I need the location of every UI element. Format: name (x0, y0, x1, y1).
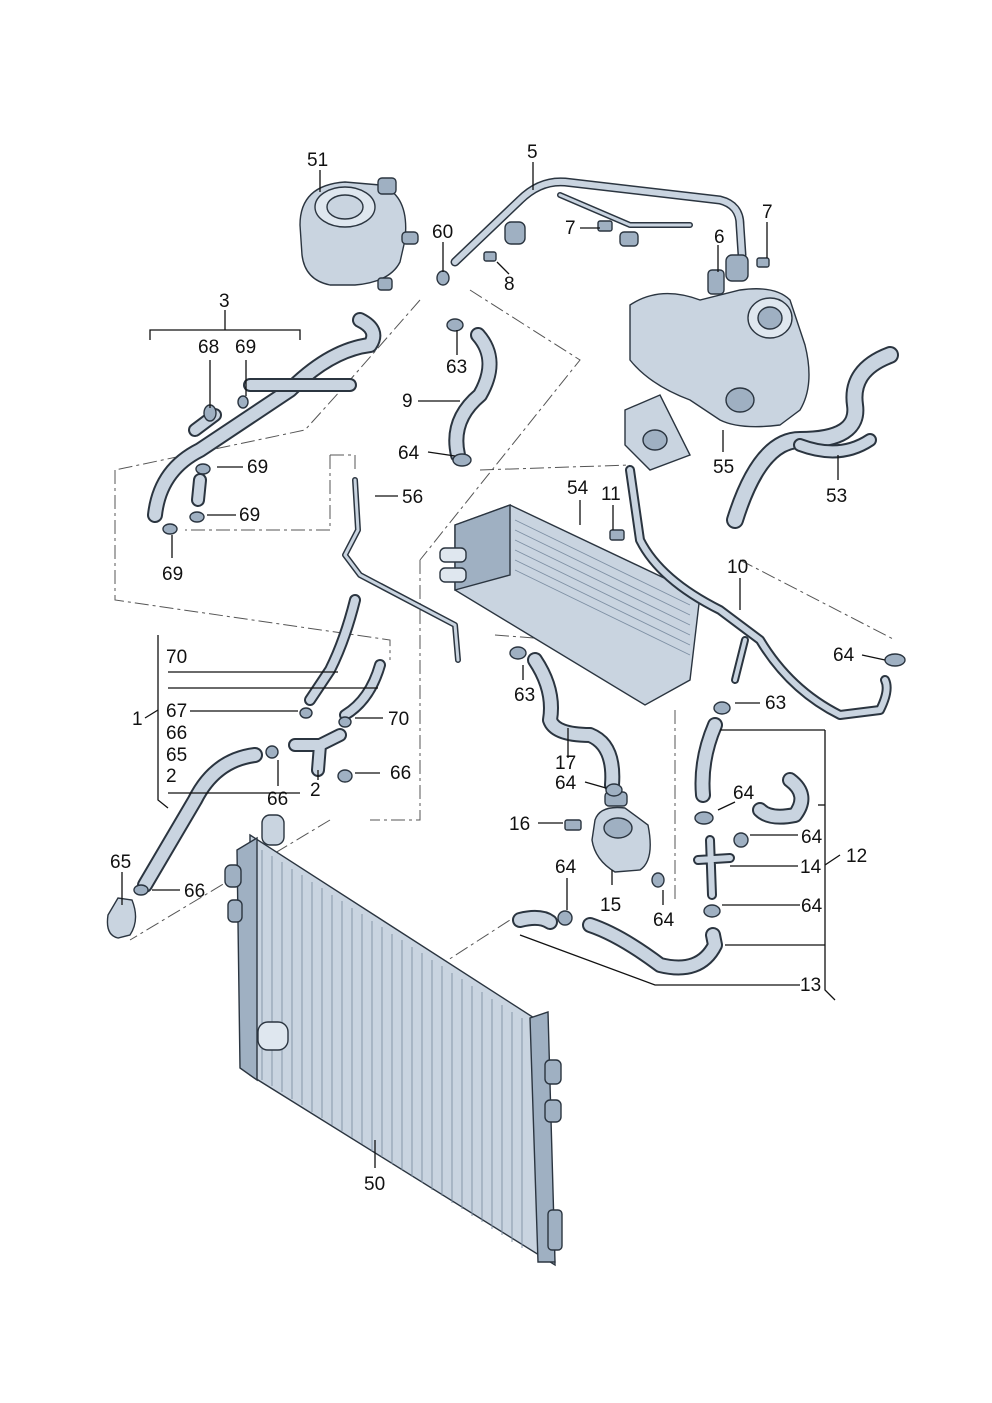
callout-53: 53 (826, 486, 847, 507)
hose-9 (448, 327, 498, 463)
callout-64-a: 64 (398, 443, 420, 464)
callout-50: 50 (364, 1174, 385, 1195)
callout-10: 10 (727, 557, 748, 578)
callout-14: 14 (800, 857, 822, 878)
callout-16: 16 (509, 814, 530, 835)
callout-68: 68 (198, 337, 219, 358)
hose-53 (726, 346, 899, 529)
heat-exchanger (439, 504, 701, 706)
hose-assembly-3 (147, 312, 382, 523)
hose-17 (527, 652, 621, 793)
callout-7-b: 7 (762, 202, 773, 223)
callout-55: 55 (713, 457, 734, 478)
callout-63-c: 63 (765, 693, 786, 714)
callout-8: 8 (504, 274, 515, 295)
callout-64-g: 64 (801, 896, 823, 917)
callout-63-b: 63 (514, 685, 535, 706)
group1-65: 65 (166, 745, 187, 766)
callout-54: 54 (567, 478, 589, 499)
turbocharger (624, 269, 810, 471)
callout-2: 2 (310, 780, 321, 801)
pipe-56 (342, 477, 461, 663)
callout-69-a: 69 (235, 337, 256, 358)
callout-60: 60 (432, 222, 453, 243)
hose-clamps (133, 270, 906, 926)
callout-labels: 51 5 60 7 6 7 8 3 68 69 63 9 64 55 69 54… (110, 142, 867, 1195)
callout-70-a: 70 (166, 647, 187, 668)
group1-66: 66 (166, 723, 187, 744)
hose-group-1 (106, 594, 386, 939)
callout-9: 9 (402, 391, 413, 412)
callout-1: 1 (132, 709, 143, 730)
callout-17: 17 (555, 753, 576, 774)
group1-2: 2 (166, 766, 177, 787)
callout-7-a: 7 (565, 218, 576, 239)
coolant-metal-pipe (450, 177, 749, 282)
callout-64-d: 64 (733, 783, 755, 804)
callout-64-h: 64 (653, 910, 675, 931)
coolant-pump (591, 791, 651, 873)
callout-69-c: 69 (239, 505, 260, 526)
callout-5: 5 (527, 142, 538, 163)
pipe-10 (625, 465, 892, 720)
callout-64-c: 64 (555, 773, 577, 794)
callout-70-b: 70 (388, 709, 409, 730)
callout-64-b: 64 (833, 645, 855, 666)
callout-13: 13 (800, 975, 821, 996)
hose-group-12 (512, 717, 810, 976)
callout-12: 12 (846, 846, 867, 867)
callout-64-e: 64 (801, 827, 823, 848)
leader-lines (121, 162, 886, 1168)
callout-15: 15 (600, 895, 621, 916)
coolant-expansion-tank (299, 177, 419, 291)
callout-69-b: 69 (247, 457, 268, 478)
callout-6: 6 (714, 227, 725, 248)
group1-67: 67 (166, 701, 187, 722)
callout-64-f: 64 (555, 857, 577, 878)
callout-66-b: 66 (267, 789, 288, 810)
callout-69-d: 69 (162, 564, 183, 585)
callout-3: 3 (219, 291, 230, 312)
callout-63-a: 63 (446, 357, 467, 378)
callout-66-a: 66 (390, 763, 411, 784)
callout-11: 11 (601, 484, 621, 505)
callout-56: 56 (402, 487, 423, 508)
bolt-parts (483, 220, 770, 831)
callout-66-c: 66 (184, 881, 205, 902)
callout-65: 65 (110, 852, 131, 873)
radiator (224, 814, 563, 1267)
callout-51: 51 (307, 150, 328, 171)
